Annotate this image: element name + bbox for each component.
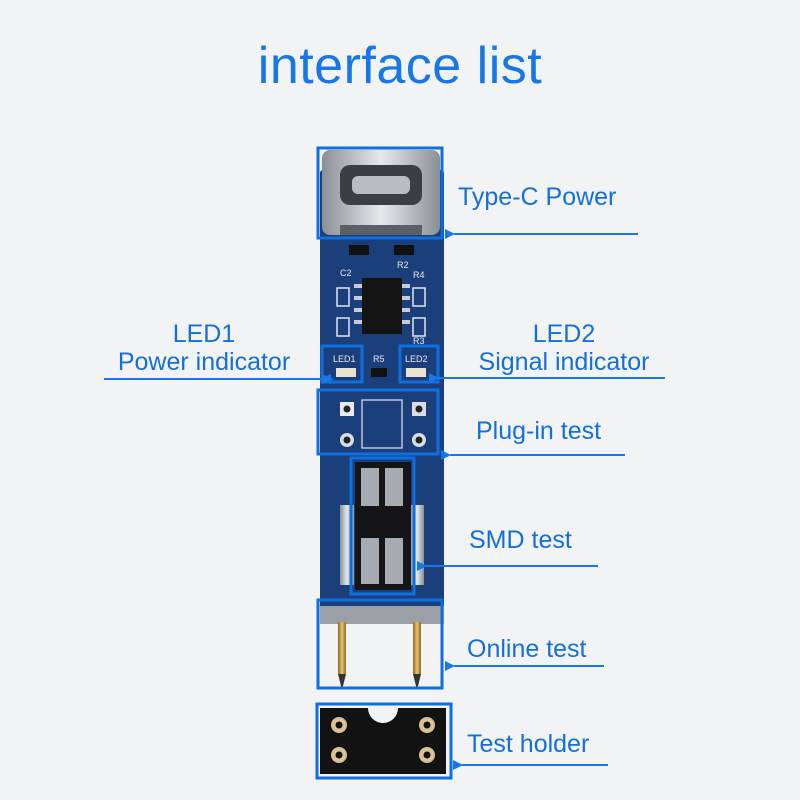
led1-box xyxy=(320,344,364,384)
smd-box xyxy=(349,456,416,596)
label-type-c: Type-C Power xyxy=(458,183,617,211)
label-led1-name: LED1 xyxy=(172,320,236,348)
led2-component xyxy=(406,368,426,377)
silk-led1: LED1 xyxy=(333,354,356,364)
ic-chip xyxy=(362,278,402,334)
plug-in-socket xyxy=(340,399,426,449)
plugin-box xyxy=(316,388,440,456)
led1-arrowhead xyxy=(322,374,334,384)
label-led1-desc: Power indicator xyxy=(117,348,291,376)
silk-c2: C2 xyxy=(340,268,352,278)
label-smd: SMD test xyxy=(469,526,572,554)
label-online: Online test xyxy=(467,635,587,663)
silk-r3: R3 xyxy=(413,336,425,346)
holder-box xyxy=(315,702,453,780)
type-c-box xyxy=(316,146,444,240)
led2-box xyxy=(398,344,440,384)
silk-led2: LED2 xyxy=(405,354,428,364)
label-holder: Test holder xyxy=(467,730,590,758)
online-test-probes xyxy=(320,606,444,690)
label-plugin: Plug-in test xyxy=(476,417,602,445)
silk-r2: R2 xyxy=(397,260,409,270)
silk-r5: R5 xyxy=(373,354,385,364)
led1-component xyxy=(336,368,356,377)
label-led2-name: LED2 xyxy=(532,320,596,348)
page-title: interface list xyxy=(257,37,543,95)
online-box xyxy=(316,598,444,690)
label-led2-desc: Signal indicator xyxy=(478,348,650,376)
test-holder-socket xyxy=(320,708,446,774)
silk-r4: R4 xyxy=(413,270,425,280)
